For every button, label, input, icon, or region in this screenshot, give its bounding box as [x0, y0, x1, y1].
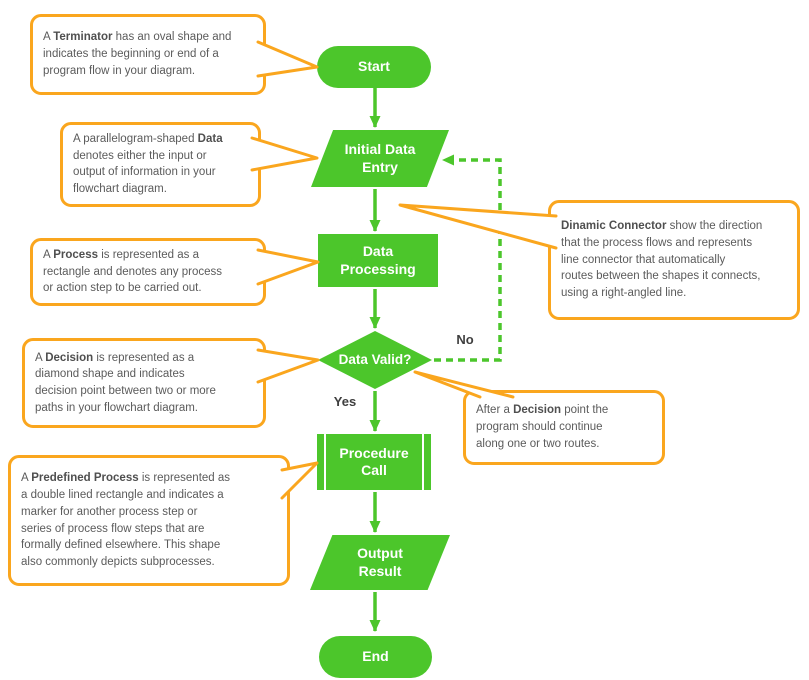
node-initial-data-entry: Initial Data Entry	[311, 130, 449, 187]
node-start-label: Start	[358, 58, 390, 75]
node-start: Start	[317, 46, 431, 88]
callout-terminator: A Terminator has an oval shape and indic…	[30, 14, 266, 95]
node-data-valid-label: Data Valid?	[338, 351, 412, 367]
tail-decision-callout	[256, 348, 320, 384]
callout-after-decision: After a Decision point the program shoul…	[463, 390, 665, 465]
dashed-no-connector	[434, 154, 502, 362]
callout-dynamic-connector: Dinamic Connector show the direction tha…	[548, 200, 800, 320]
callout-predefined-process: A Predefined Process is represented as a…	[8, 455, 290, 586]
node-end-label: End	[362, 648, 389, 665]
node-output-result: Output Result	[310, 535, 450, 590]
node-procedure-call-label: Procedure Call	[339, 444, 409, 479]
predefined-body: Procedure Call	[326, 434, 422, 490]
node-data-processing-label: Data Processing	[340, 243, 416, 277]
callout-decision: A Decision is represented as a diamond s…	[22, 338, 266, 428]
node-procedure-call: Procedure Call	[317, 434, 431, 490]
predefined-left-bar	[317, 434, 324, 490]
predefined-right-bar	[424, 434, 431, 490]
node-data-valid-decision: Data Valid?	[318, 331, 432, 389]
tail-data-callout	[250, 136, 319, 172]
node-output-result-label: Output Result	[357, 545, 403, 579]
callout-data: A parallelogram-shaped Data denotes eith…	[60, 122, 261, 207]
node-initial-data-entry-label: Initial Data Entry	[344, 141, 416, 175]
tail-terminator-callout	[256, 40, 319, 78]
node-end: End	[319, 636, 432, 678]
node-data-processing: Data Processing	[318, 234, 438, 287]
tail-process-callout	[256, 248, 320, 286]
edge-label-no: No	[456, 332, 474, 347]
edge-label-yes: Yes	[333, 394, 357, 409]
callout-process: A Process is represented as a rectangle …	[30, 238, 266, 307]
